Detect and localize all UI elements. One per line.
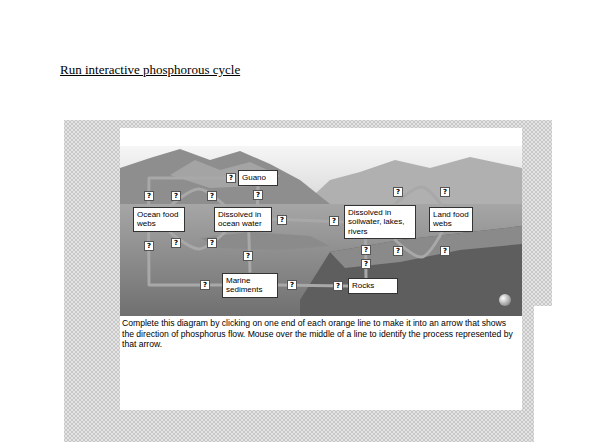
- slide-title: Run interactive phosphorous cycle: [60, 62, 240, 77]
- question-box: ?: [361, 259, 371, 269]
- cycle-line: [169, 232, 225, 250]
- question-box: ?: [329, 216, 339, 226]
- question-box: ?: [440, 246, 450, 256]
- box-text: Dissolved in ocean water: [218, 210, 268, 229]
- question-box: ?: [277, 215, 287, 225]
- process-box: Marine sediments: [222, 273, 278, 298]
- question-box: ?: [171, 191, 181, 201]
- question-box: ?: [440, 187, 450, 197]
- cycle-line: [149, 232, 222, 286]
- figure-caption: Complete this diagram by clicking on one…: [122, 318, 520, 350]
- question-box: ?: [361, 245, 371, 255]
- question-box: ?: [144, 241, 154, 251]
- question-box: ?: [207, 191, 217, 201]
- white-panel: [120, 128, 522, 410]
- question-box: ?: [144, 191, 154, 201]
- landscape: [120, 146, 522, 316]
- question-box: ?: [243, 251, 253, 261]
- cycle-line: [169, 189, 225, 207]
- question-box: ?: [393, 187, 403, 197]
- box-text: Dissolved in soilwater, lakes, rivers: [348, 208, 412, 237]
- box-text: Ocean food webs: [137, 210, 181, 229]
- process-box: Dissolved in soilwater, lakes, rivers: [344, 205, 416, 240]
- sphere-icon: [499, 294, 511, 306]
- process-box: Rocks: [348, 278, 398, 294]
- question-box: ?: [287, 280, 297, 290]
- box-text: Guano: [242, 173, 274, 183]
- process-box: Land food webs: [429, 207, 473, 232]
- cycle-line: [149, 178, 238, 207]
- process-box: Dissolved in ocean water: [214, 207, 272, 232]
- question-box: ?: [393, 246, 403, 256]
- question-box: ?: [200, 280, 210, 290]
- question-box: ?: [207, 238, 217, 248]
- process-box: Guano: [238, 170, 278, 186]
- question-box: ?: [226, 173, 236, 183]
- question-box: ?: [333, 281, 343, 291]
- box-text: Rocks: [352, 281, 394, 291]
- box-text: Land food webs: [433, 210, 469, 229]
- question-box: ?: [171, 238, 181, 248]
- question-box: ?: [253, 190, 263, 200]
- box-text: Marine sediments: [226, 276, 274, 295]
- process-box: Ocean food webs: [133, 207, 185, 232]
